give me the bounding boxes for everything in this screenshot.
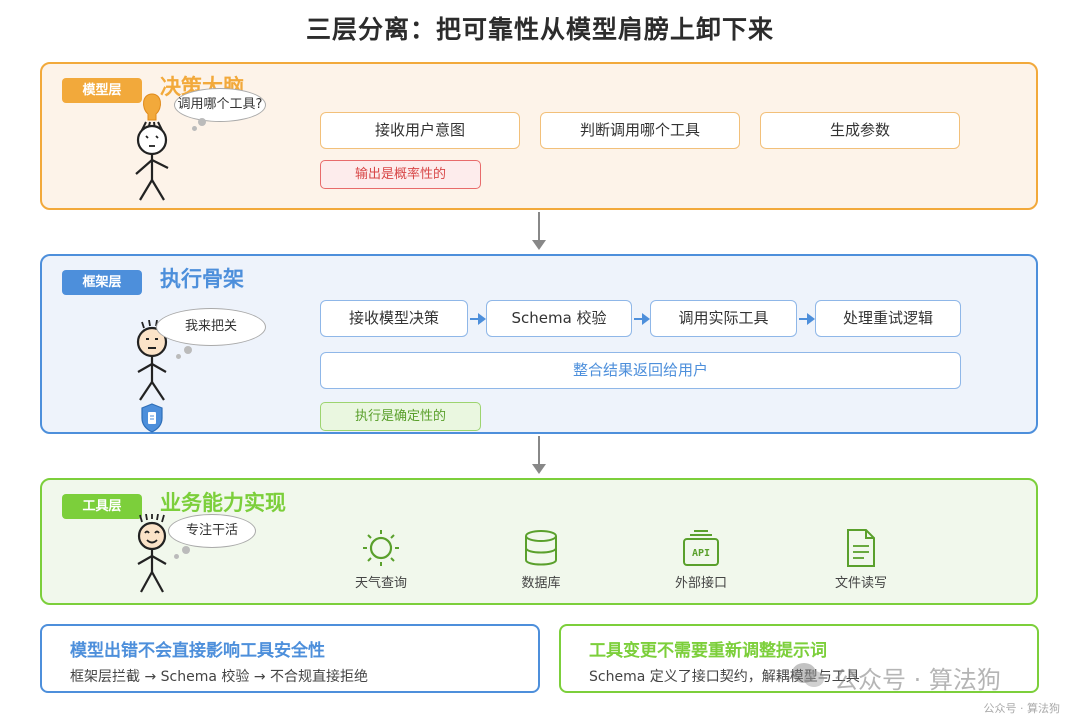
api-icon: API bbox=[683, 530, 719, 566]
safety-card-title: 模型出错不会直接影响工具安全性 bbox=[70, 641, 325, 661]
model-step-receive-intent: 接收用户意图 bbox=[320, 112, 520, 149]
thought-dot bbox=[176, 354, 181, 359]
decoupling-card-desc: Schema 定义了接口契约，解耦模型与工具 bbox=[589, 669, 860, 685]
thought-dot bbox=[174, 554, 179, 559]
tool-file: 文件读写 bbox=[816, 528, 906, 591]
document-icon bbox=[847, 529, 875, 567]
framework-step-retry: 处理重试逻辑 bbox=[815, 300, 961, 337]
model-layer-badge: 模型层 bbox=[62, 78, 142, 103]
worker-stick-figure-icon bbox=[137, 514, 167, 593]
decoupling-card-title: 工具变更不需要重新调整提示词 bbox=[589, 641, 827, 661]
model-step-generate-params: 生成参数 bbox=[760, 112, 960, 149]
decoupling-card: 工具变更不需要重新调整提示词 Schema 定义了接口契约，解耦模型与工具 bbox=[559, 624, 1039, 693]
tool-weather: 天气查询 bbox=[336, 528, 426, 591]
right-arrow-icon bbox=[799, 313, 815, 325]
model-output-note: 输出是概率性的 bbox=[320, 160, 481, 189]
model-layer-panel: 模型层 决策大脑 调用哪个工具? 接收用户意图 判断调用哪个工具 生成参数 输出… bbox=[40, 62, 1038, 210]
tool-api: API 外部接口 bbox=[656, 528, 746, 591]
thought-dot bbox=[184, 346, 192, 354]
framework-step-receive-decision: 接收模型决策 bbox=[320, 300, 468, 337]
down-arrow-icon bbox=[532, 436, 546, 474]
framework-step-schema-check: Schema 校验 bbox=[486, 300, 632, 337]
tool-database-label: 数据库 bbox=[521, 576, 561, 591]
guard-stick-figure-icon bbox=[136, 320, 168, 433]
tool-layer-panel: 工具层 业务能力实现 专注干活 天气查询 bbox=[40, 478, 1038, 605]
thought-dot bbox=[182, 546, 190, 554]
tool-file-label: 文件读写 bbox=[834, 576, 887, 591]
framework-step-call-tool: 调用实际工具 bbox=[650, 300, 797, 337]
model-thought-bubble: 调用哪个工具? bbox=[174, 88, 266, 122]
watermark-text: 公众号 · 算法狗 bbox=[834, 666, 1001, 694]
framework-layer-panel: 框架层 执行骨架 我来把关 接收模型决策 Schema 校验 调用实际工具 处理… bbox=[40, 254, 1038, 434]
framework-execution-note: 执行是确定性的 bbox=[320, 402, 481, 431]
tool-layer-title: 业务能力实现 bbox=[160, 491, 286, 515]
watermark-small-text: 公众号 · 算法狗 bbox=[983, 702, 1061, 715]
tool-database: 数据库 bbox=[496, 528, 586, 591]
framework-thought-bubble: 我来把关 bbox=[156, 308, 266, 346]
thinking-stick-figure-icon bbox=[135, 93, 169, 201]
framework-layer-title: 执行骨架 bbox=[160, 267, 244, 291]
down-arrow-icon bbox=[532, 212, 546, 250]
tool-api-label: 外部接口 bbox=[674, 576, 727, 591]
api-icon-text: API bbox=[692, 548, 710, 559]
tool-thought-bubble: 专注干活 bbox=[168, 514, 256, 548]
framework-merge-results: 整合结果返回给用户 bbox=[320, 352, 961, 389]
right-arrow-icon bbox=[634, 313, 650, 325]
thought-dot bbox=[192, 126, 197, 131]
framework-layer-badge: 框架层 bbox=[62, 270, 142, 295]
model-step-choose-tool: 判断调用哪个工具 bbox=[540, 112, 740, 149]
safety-card-desc: 框架层拦截 → Schema 校验 → 不合规直接拒绝 bbox=[70, 669, 368, 685]
page-title: 三层分离：把可靠性从模型肩膀上卸下来 bbox=[305, 15, 774, 44]
tool-weather-label: 天气查询 bbox=[354, 576, 407, 591]
sun-icon bbox=[363, 530, 399, 566]
right-arrow-icon bbox=[470, 313, 486, 325]
wechat-logo-icon bbox=[792, 663, 824, 687]
thought-dot bbox=[198, 118, 206, 126]
database-icon bbox=[525, 530, 557, 566]
safety-card: 模型出错不会直接影响工具安全性 框架层拦截 → Schema 校验 → 不合规直… bbox=[40, 624, 540, 693]
tool-layer-badge: 工具层 bbox=[62, 494, 142, 519]
